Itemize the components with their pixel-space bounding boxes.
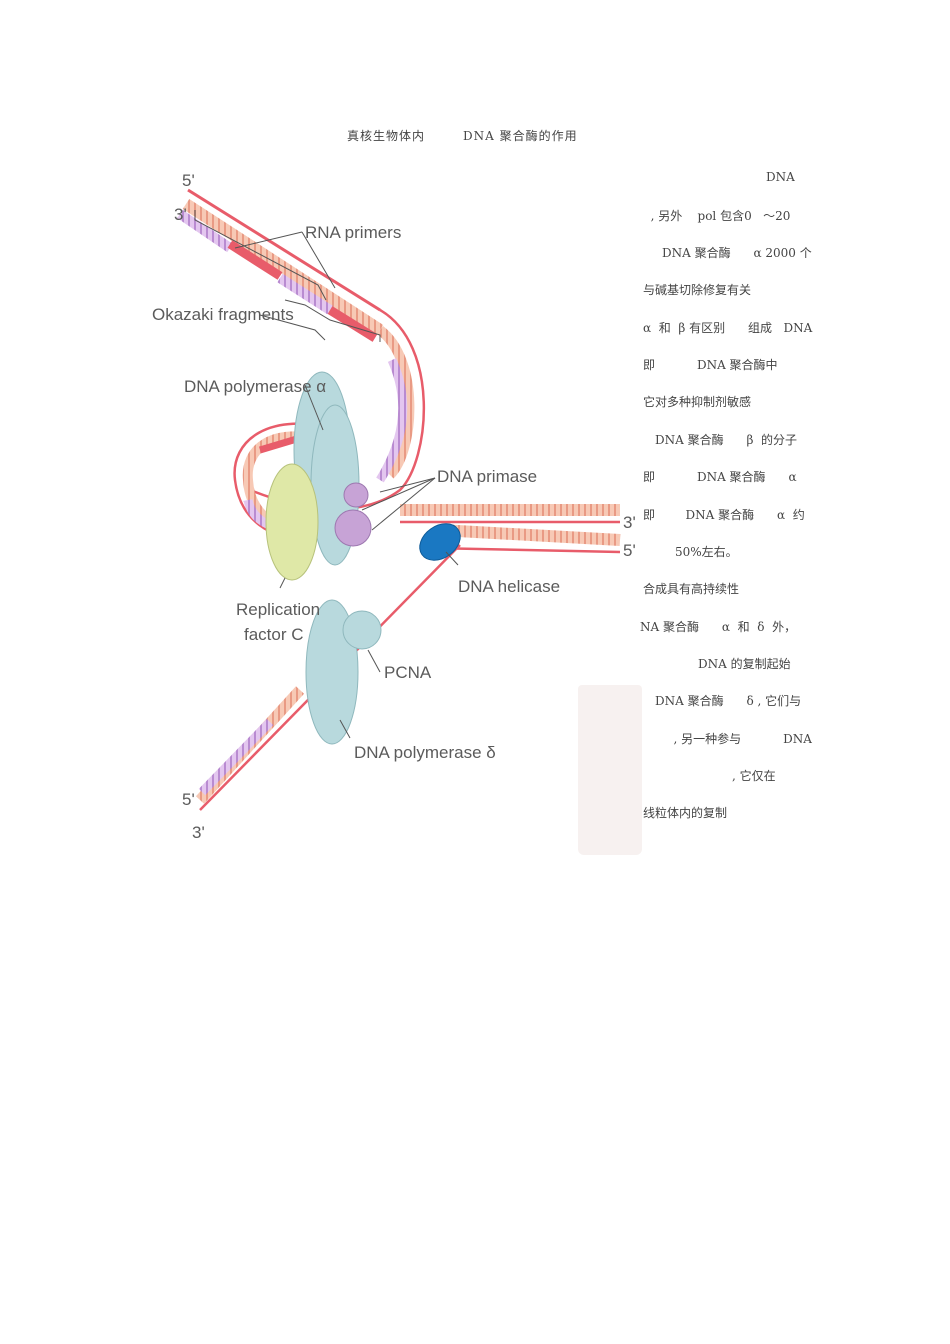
- occluding-shape: [578, 685, 642, 855]
- parental-duplex: [400, 504, 621, 554]
- label-helicase: DNA helicase: [458, 577, 560, 596]
- label-5-bottom: 5': [182, 790, 195, 809]
- side-text-line: DNA 聚合酶 α 2000 个: [662, 246, 812, 260]
- label-primase: DNA primase: [437, 467, 537, 486]
- label-5-right: 5': [623, 541, 636, 560]
- label-rna-primers: RNA primers: [305, 223, 401, 242]
- side-text-line: α 和 β 有区别 组成 DNA: [643, 321, 813, 335]
- primase-small: [343, 482, 369, 508]
- label-5-top: 5': [182, 171, 195, 190]
- side-text-line: 它对多种抑制剂敏感: [643, 395, 752, 409]
- side-text-line: , 另一种参与 DNA: [643, 732, 812, 746]
- side-text-line: 即 DNA 聚合酶中: [643, 358, 778, 372]
- helicase-shape: [419, 523, 461, 561]
- side-text-line: 与碱基切除修复有关: [643, 283, 752, 297]
- lagging-strand-top: [177, 188, 425, 511]
- side-text-line: NA 聚合酶 α 和 δ 外，: [640, 620, 797, 634]
- side-text-line: 即 DNA 聚合酶 α 约: [643, 508, 805, 522]
- label-rfc-1: Replication: [236, 600, 320, 619]
- side-text-line: , 它仅在: [732, 769, 776, 783]
- caption-right: DNA 聚合酶的作用: [463, 129, 578, 143]
- replication-factor-c-shape: [265, 463, 319, 581]
- side-text-line: 合成具有高持续性: [643, 582, 740, 596]
- side-text-line: 即 DNA 聚合酶 α: [643, 470, 797, 484]
- caption-left: 真核生物体内: [347, 129, 426, 143]
- label-polymerase-delta: DNA polymerase δ: [354, 743, 496, 762]
- side-text-line: DNA 聚合酶 β 的分子: [655, 433, 798, 447]
- side-text-line: DNA 聚合酶 δ , 它们与: [655, 694, 802, 708]
- side-text-line: 线粒体内的复制: [643, 806, 728, 820]
- label-3-bottom: 3': [192, 823, 205, 842]
- label-okazaki: Okazaki fragments: [152, 305, 294, 324]
- replication-fork-diagram: 5' 3' RNA primers Okazaki fragments DNA …: [152, 171, 636, 842]
- side-text-line: , 另外 pol 包含0 ～20: [643, 209, 791, 223]
- side-text-line: DNA: [766, 170, 795, 184]
- label-polymerase-alpha: DNA polymerase α: [184, 377, 326, 396]
- primase-large: [334, 509, 372, 547]
- pcna-shape: [342, 610, 382, 650]
- side-text-line: 50%左右。: [675, 545, 738, 559]
- label-pcna: PCNA: [384, 663, 432, 682]
- side-text-line: DNA 的复制起始: [698, 657, 791, 671]
- label-3-right: 3': [623, 513, 636, 532]
- label-rfc-2: factor C: [244, 625, 304, 644]
- label-3-top: 3': [174, 205, 187, 224]
